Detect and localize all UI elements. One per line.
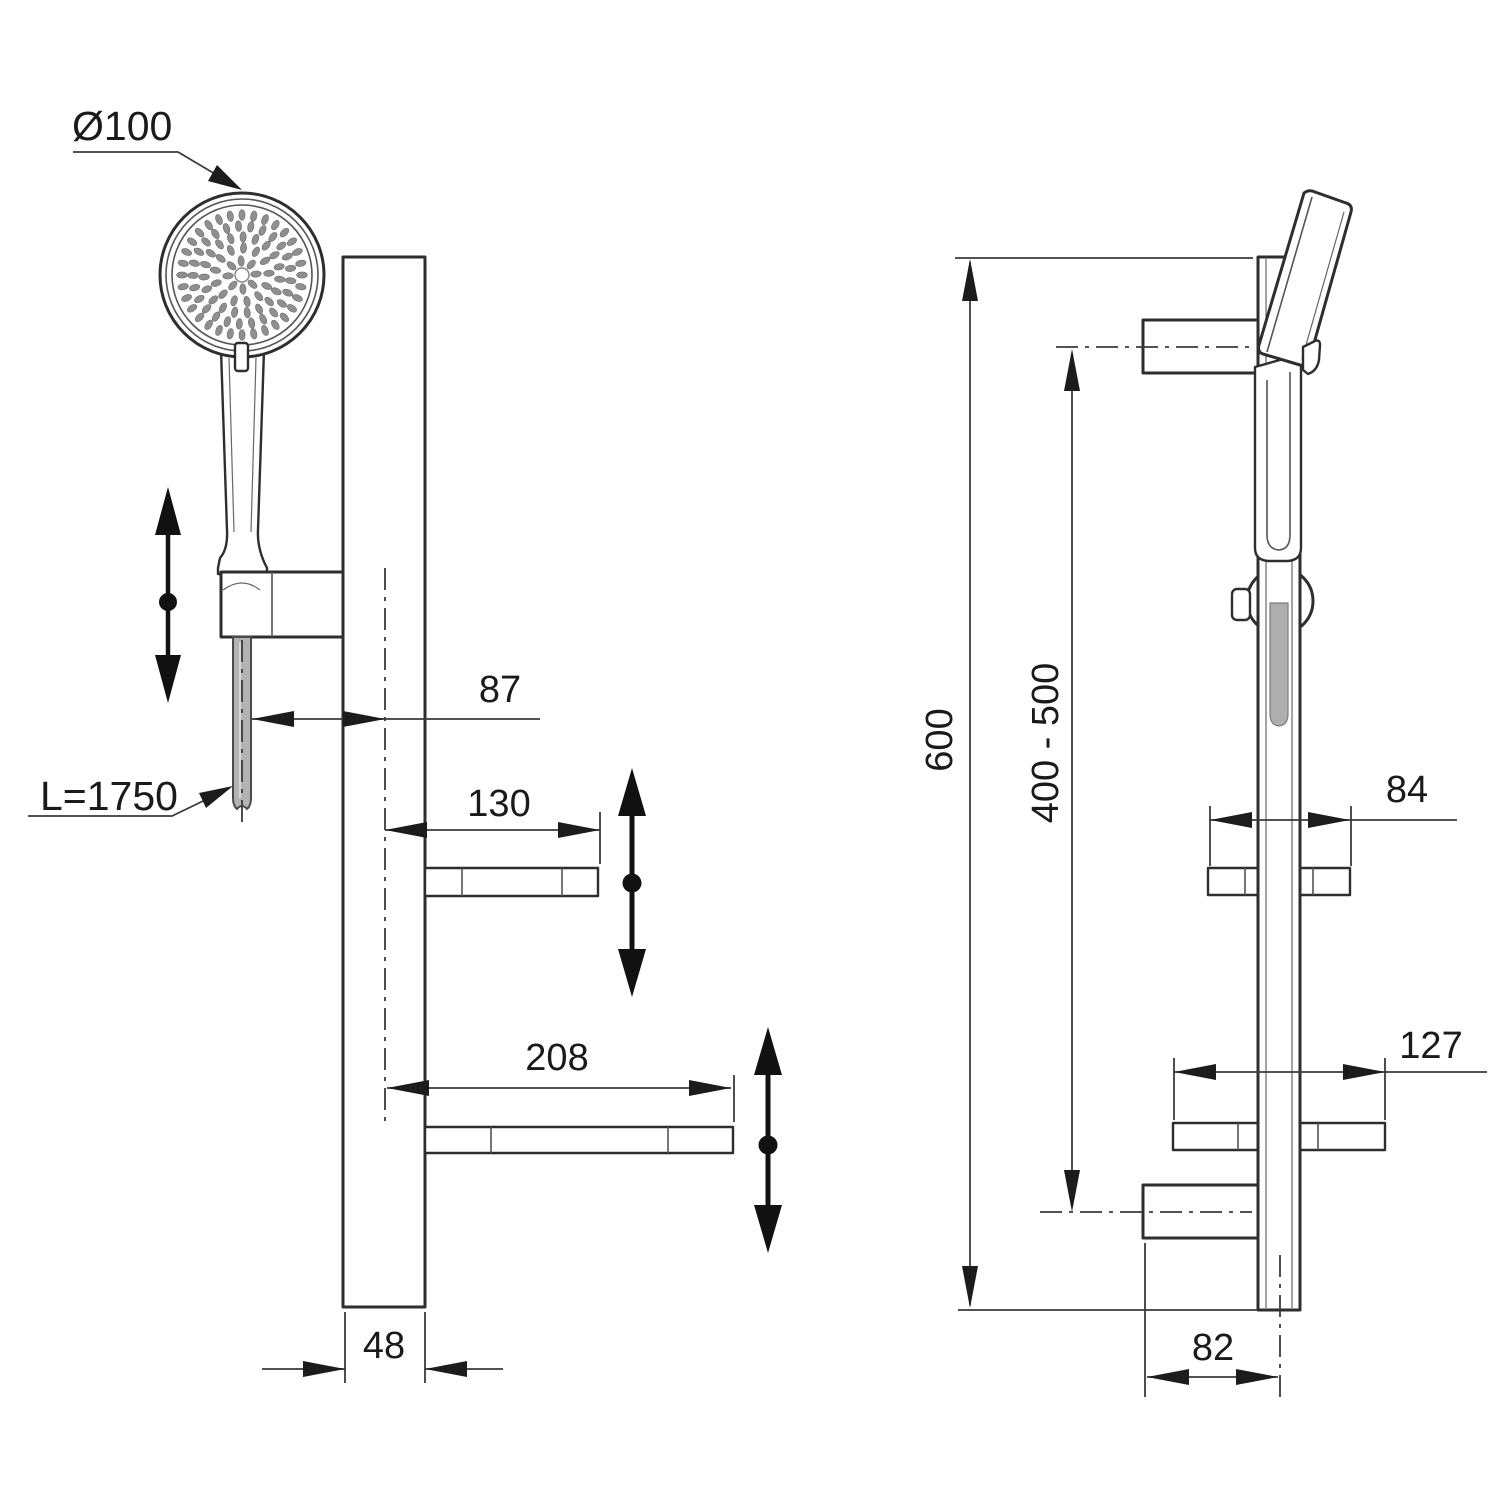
- front-view: Ø100 L=1750 87 130: [28, 103, 782, 1383]
- shelf-adjust-arrow-small: [618, 768, 646, 997]
- dim-84-label: 84: [1386, 769, 1428, 811]
- hose-length-callout: L=1750: [28, 773, 233, 819]
- head-diameter-callout: Ø100: [72, 103, 242, 190]
- dim-208-label: 208: [525, 1037, 588, 1079]
- shelf-adjust-arrow-large: [754, 1027, 782, 1253]
- large-shelf-side: [1171, 1121, 1387, 1152]
- slider-knob-side: [1230, 587, 1252, 622]
- holder-bracket-front: [219, 570, 345, 639]
- shower-handle-side: [1253, 352, 1303, 563]
- dim-48-label: 48: [363, 1325, 405, 1367]
- dimension-48: 48: [262, 1312, 503, 1383]
- dim-127-label: 127: [1399, 1025, 1462, 1067]
- shower-head-side: [1257, 189, 1353, 376]
- small-shelf-side: [1206, 866, 1352, 897]
- large-shelf-front: [423, 1125, 735, 1155]
- dimension-84: 84: [1209, 769, 1457, 866]
- spray-nozzles: [176, 209, 308, 341]
- shower-head-face: [158, 191, 326, 373]
- dim-130-label: 130: [467, 783, 530, 825]
- head-clip-side: [1301, 339, 1322, 376]
- dim-87-label: 87: [479, 669, 521, 711]
- dimension-208: 208: [387, 1037, 735, 1122]
- head-diameter-label: Ø100: [72, 103, 172, 149]
- dimension-600: 600: [919, 259, 978, 1308]
- side-view: 600 400 - 500: [919, 189, 1487, 1400]
- slide-rail-front: [341, 255, 427, 1309]
- shower-hose-side: [1269, 602, 1289, 727]
- small-shelf-front: [423, 866, 600, 898]
- dimension-87: 87: [252, 669, 540, 727]
- dimension-400-500: 400 - 500: [1025, 349, 1080, 1212]
- hose-length-label: L=1750: [40, 773, 178, 819]
- dim-400-500-label: 400 - 500: [1025, 663, 1067, 824]
- height-adjust-arrow-front: [155, 487, 181, 703]
- shower-handle-front: [216, 348, 269, 576]
- shower-hose-front: [232, 636, 252, 823]
- wall-bracket-top: [1141, 318, 1262, 375]
- dimension-127: 127: [1173, 1025, 1487, 1120]
- dim-600-label: 600: [919, 708, 961, 771]
- dim-82-label: 82: [1192, 1327, 1234, 1369]
- dimension-82: 82: [1144, 1243, 1278, 1397]
- head-tab: [233, 341, 250, 373]
- dimension-130: 130: [385, 783, 601, 864]
